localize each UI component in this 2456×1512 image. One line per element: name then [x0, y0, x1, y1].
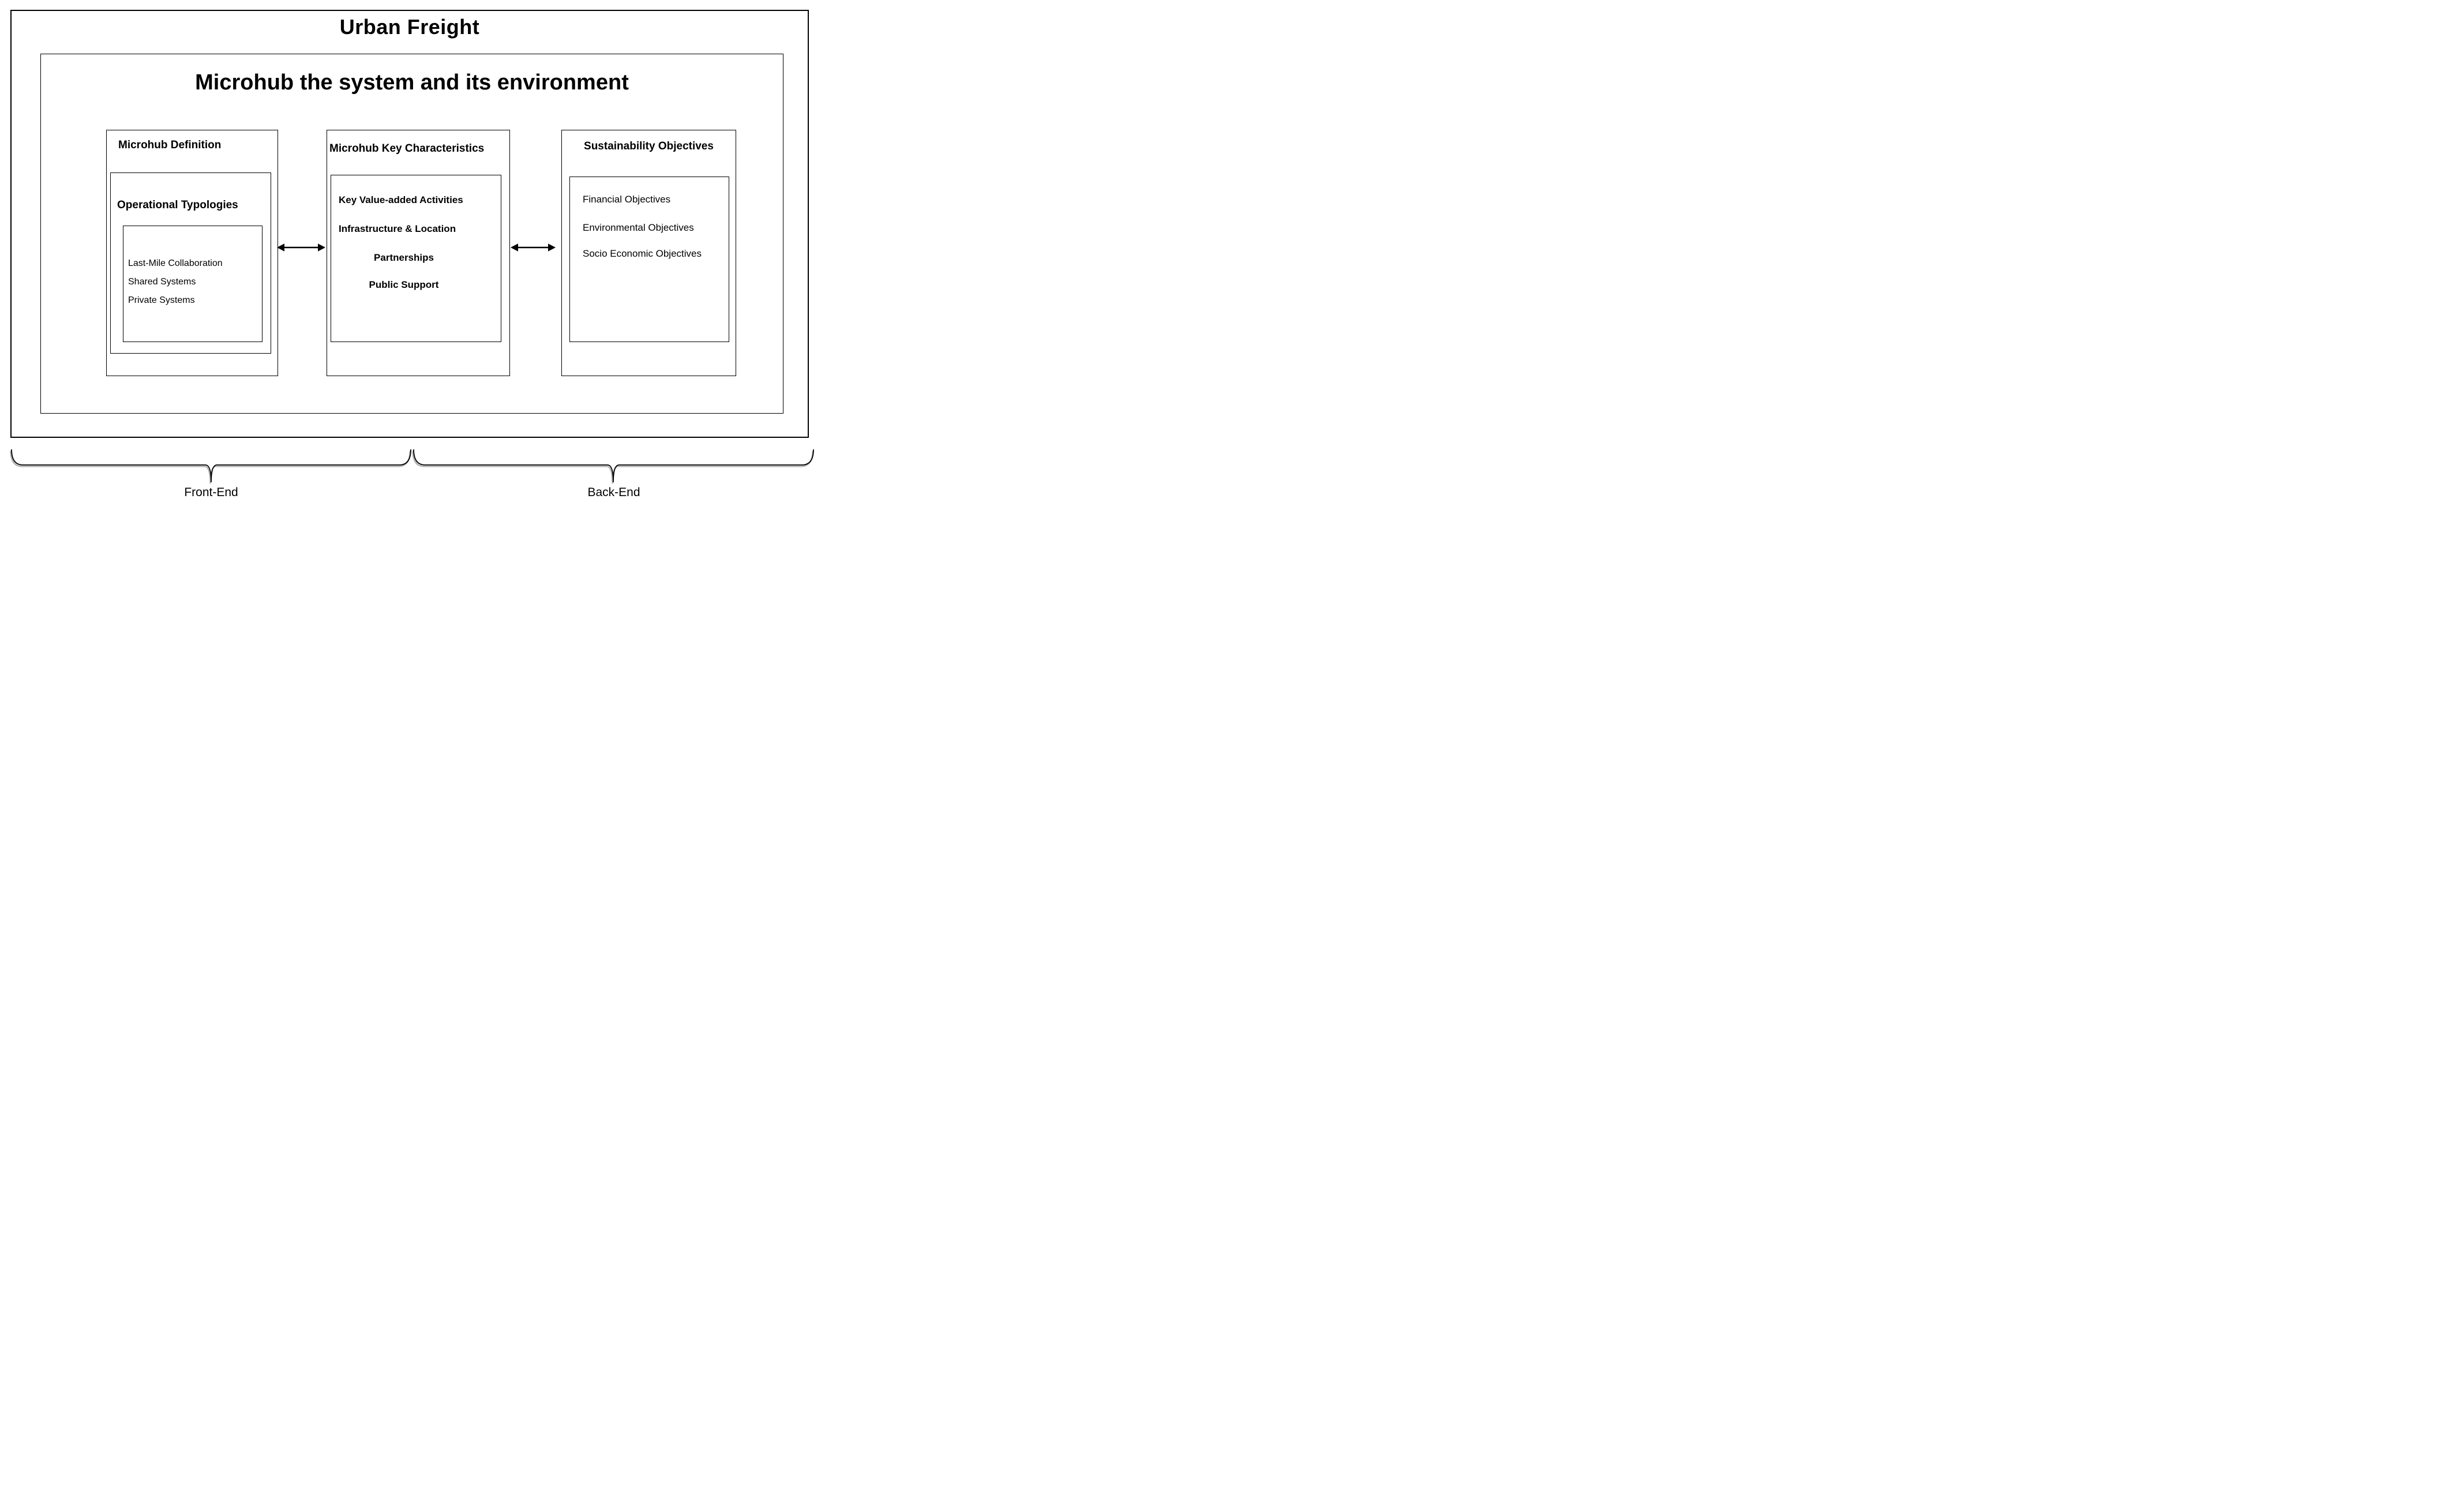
double-arrow-icon — [277, 243, 325, 252]
double-arrow-icon — [511, 243, 556, 252]
microhub-key-characteristics-header: Microhub Key Characteristics — [329, 142, 485, 155]
list-item: Environmental Objectives — [583, 222, 694, 233]
front-back-end-braces — [10, 449, 814, 484]
microhub-definition-header: Microhub Definition — [118, 139, 222, 151]
page-title: Urban Freight — [339, 15, 480, 39]
operational-typologies-list-box: Last-Mile Collaboration Shared Systems P… — [123, 226, 263, 342]
back-end-brace — [413, 449, 814, 483]
back-end-label: Back-End — [587, 486, 640, 499]
list-item: Public Support — [369, 279, 439, 290]
front-end-brace — [11, 449, 411, 483]
sustainability-objectives-header: Sustainability Objectives — [584, 140, 714, 152]
list-item: Last-Mile Collaboration — [128, 258, 223, 268]
front-end-label: Front-End — [184, 486, 238, 499]
operational-typologies-header: Operational Typologies — [117, 199, 238, 211]
list-item: Financial Objectives — [583, 194, 671, 205]
key-characteristics-list-box: Key Value-added Activities Infrastructur… — [331, 175, 501, 342]
list-item: Socio Economic Objectives — [583, 248, 702, 259]
list-item: Private Systems — [128, 295, 195, 305]
list-item: Partnerships — [374, 252, 434, 263]
urban-freight-diagram: Urban Freight Microhub the system and it… — [0, 0, 819, 504]
list-item: Shared Systems — [128, 277, 196, 287]
sustainability-objectives-list-box: Financial Objectives Environmental Objec… — [569, 177, 729, 342]
list-item: Key Value-added Activities — [339, 194, 463, 205]
list-item: Infrastructure & Location — [339, 223, 456, 234]
environment-title: Microhub the system and its environment — [195, 70, 629, 95]
